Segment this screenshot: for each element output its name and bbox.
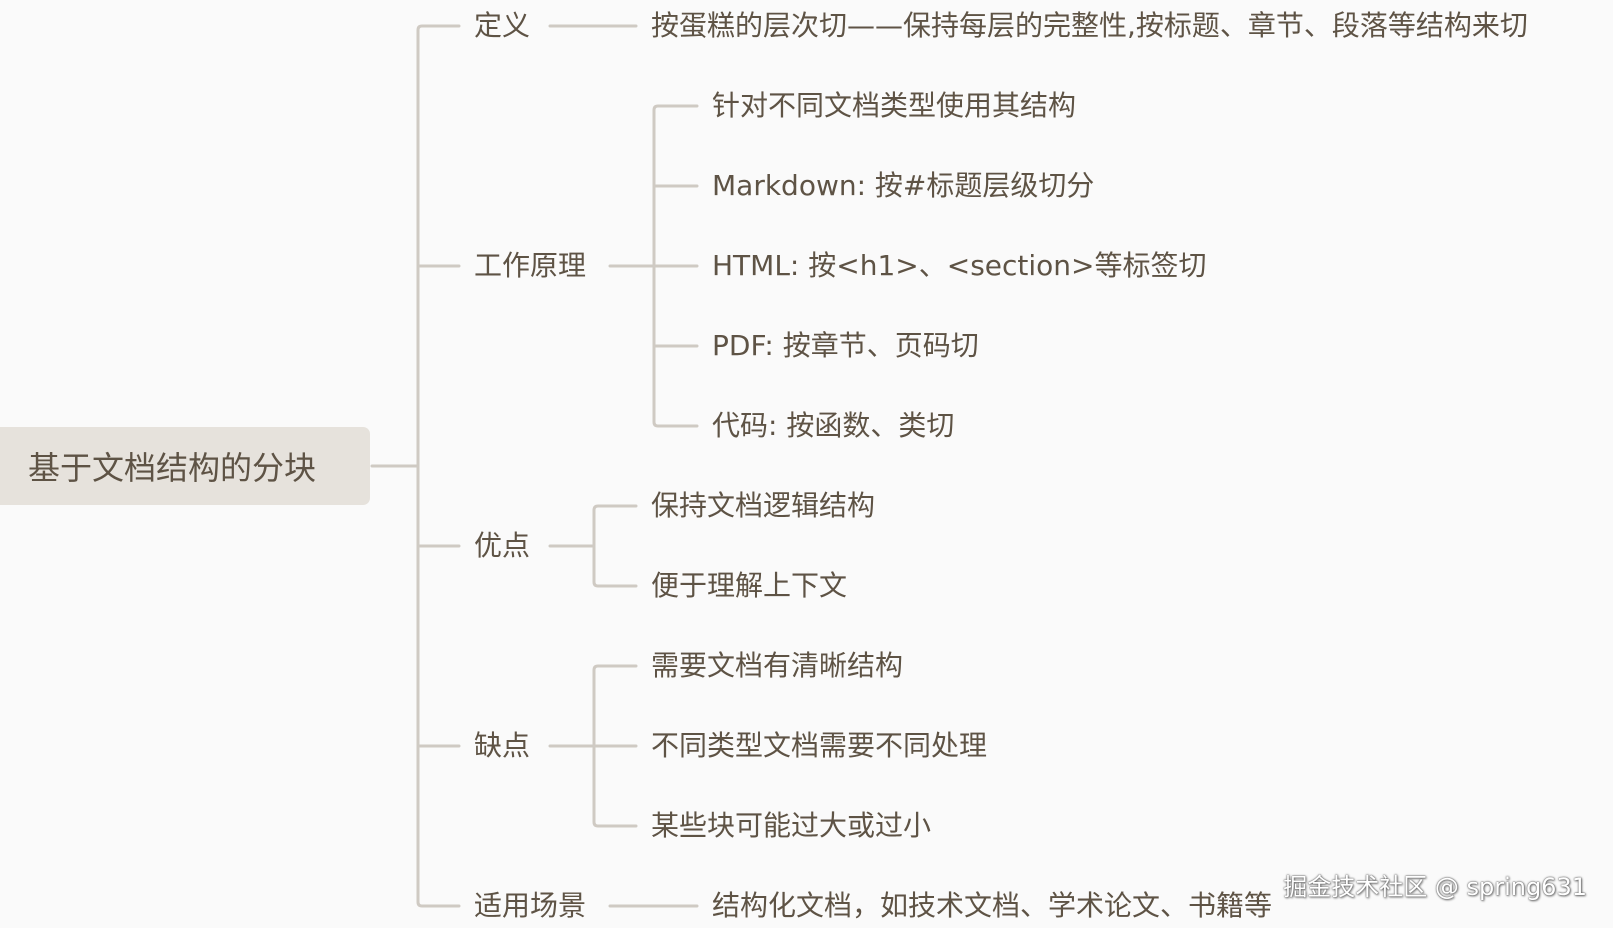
leaf-node[interactable]: PDF: 按章节、页码切: [712, 328, 979, 364]
leaf-node[interactable]: 针对不同文档类型使用其结构: [712, 88, 1076, 124]
branch-node-definition[interactable]: 定义: [474, 8, 530, 44]
leaf-label: Markdown: 按#标题层级切分: [712, 169, 1095, 202]
leaf-node[interactable]: 不同类型文档需要不同处理: [651, 728, 987, 764]
root-node[interactable]: 基于文档结构的分块: [0, 427, 370, 505]
leaf-node[interactable]: 按蛋糕的层次切——保持每层的完整性,按标题、章节、段落等结构来切: [651, 8, 1528, 44]
branch-node-how-it-works[interactable]: 工作原理: [474, 248, 586, 284]
branch-node-disadvantages[interactable]: 缺点: [474, 728, 530, 764]
branch-label: 工作原理: [474, 249, 587, 282]
watermark: 掘金技术社区 @ spring631: [1283, 873, 1587, 901]
leaf-node[interactable]: 结构化文档，如技术文档、学术论文、书籍等: [712, 888, 1272, 924]
leaf-label: 按蛋糕的层次切——保持每层的完整性,按标题、章节、段落等结构来切: [651, 9, 1528, 42]
leaf-label: 代码: 按函数、类切: [712, 409, 955, 442]
branch-node-advantages[interactable]: 优点: [474, 528, 530, 564]
leaf-label: 结构化文档，如技术文档、学术论文、书籍等: [712, 889, 1273, 922]
leaf-node[interactable]: HTML: 按<h1>、<section>等标签切: [712, 248, 1207, 284]
leaf-label: 针对不同文档类型使用其结构: [712, 89, 1077, 122]
leaf-node[interactable]: Markdown: 按#标题层级切分: [712, 168, 1094, 204]
leaf-node[interactable]: 某些块可能过大或过小: [651, 808, 931, 844]
leaf-node[interactable]: 需要文档有清晰结构: [651, 648, 903, 684]
branch-label: 定义: [474, 9, 531, 42]
leaf-label: 不同类型文档需要不同处理: [651, 729, 988, 762]
main-spine: [416, 24, 461, 908]
branch-label: 适用场景: [474, 889, 587, 922]
branch-label: 优点: [474, 529, 531, 562]
leaf-label: 某些块可能过大或过小: [651, 809, 932, 842]
leaf-label: 便于理解上下文: [651, 569, 848, 602]
leaf-label: 保持文档逻辑结构: [651, 489, 876, 522]
leaf-node[interactable]: 便于理解上下文: [651, 568, 847, 604]
root-node-label: 基于文档结构的分块: [28, 449, 317, 487]
sub-spine: [592, 504, 638, 588]
leaf-label: 需要文档有清晰结构: [651, 649, 904, 682]
leaf-label: PDF: 按章节、页码切: [712, 329, 979, 362]
leaf-label: HTML: 按<h1>、<section>等标签切: [712, 249, 1207, 282]
leaf-node[interactable]: 保持文档逻辑结构: [651, 488, 875, 524]
leaf-node[interactable]: 代码: 按函数、类切: [712, 408, 954, 444]
branch-label: 缺点: [474, 729, 531, 762]
branch-node-use-cases[interactable]: 适用场景: [474, 888, 586, 924]
